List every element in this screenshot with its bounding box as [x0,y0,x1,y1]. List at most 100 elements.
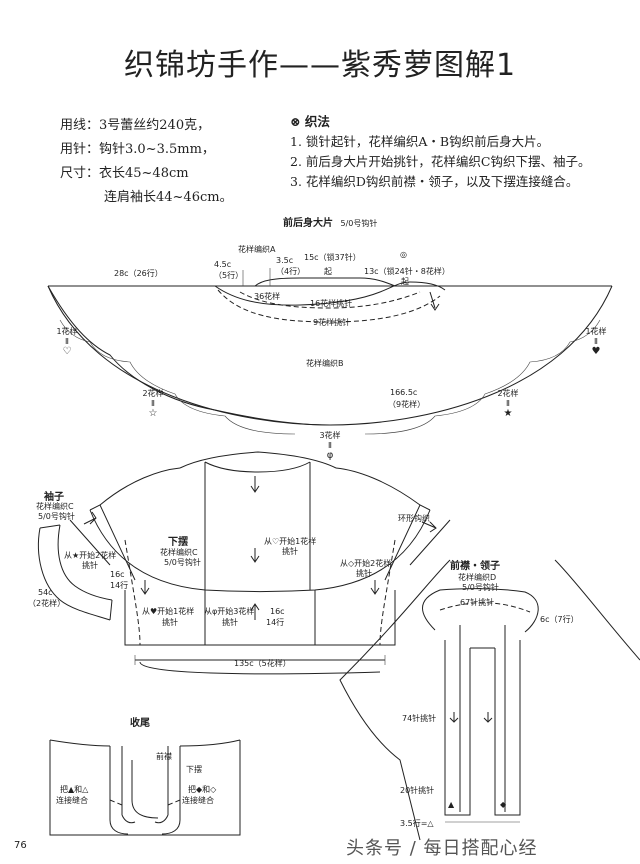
label-3-5c: 3.5c [276,256,294,265]
finish-join-left: 把▲和△ [60,785,89,794]
equals-icon: Ⅱ [151,399,155,408]
sleeve-2-motifs: （2花样） [28,599,66,608]
body-panel-hook: 5/0号钩针 [340,219,378,228]
motif-left-1-text: 1花样 [56,327,78,336]
sleeve-54c: 54c [38,588,53,597]
hem-hook: 5/0号钩针 [164,558,201,567]
ring-icon: ◎ [400,250,407,259]
front-band-pick-20: 20针挑针 [400,786,435,795]
method-step-3: 3. 花样编织D钩织前襟・领子，以及下摆连接缝合。 [290,174,579,189]
pick-heart-filled-2: 挑针 [162,618,178,627]
motif-right-2: 2花样 Ⅱ ★ [496,388,520,419]
body-panel-shape [47,268,613,435]
finish-join-left-2: 连接缝合 [56,796,88,805]
label-166: 166.5c [390,388,418,397]
method-bullet-icon: ⊗ [290,114,301,129]
label-13c: 13c（锁24针・8花样） [364,267,450,276]
finish-hem-label: 下摆 [186,765,202,774]
finish-join-right-2: 连接缝合 [182,796,214,805]
method-step-2: 2. 前后身大片开始挑针，花样编织C钩织下摆、袖子。 [290,154,591,169]
finish-join-right: 把◆和◇ [188,785,217,794]
front-band-rows: 3.5行=△ [400,819,434,828]
equals-icon: Ⅱ [594,337,598,346]
hem-16c: 16c [270,607,285,616]
materials-hook: 用针：钩针3.0~3.5mm， [60,142,215,157]
diamond-filled-icon: ◆ [500,800,507,809]
motif-left-1: 1花样 Ⅱ ♡ [55,326,79,357]
motif-center-3: 3花样 Ⅱ φ [318,430,342,461]
sleeve-14-rows: 14行 [110,581,129,590]
label-qi-2: 起 [401,277,409,286]
materials-yarn: 用线：3号蕾丝约240克， [60,118,211,133]
sleeve-pick-2: 挑针 [82,561,98,570]
label-15c: 15c（锁37针） [304,253,361,262]
materials-block: 用线：3号蕾丝约240克， 用针：钩针3.0~3.5mm， 尺寸：衣长45~48… [60,114,233,210]
equals-icon: Ⅱ [328,441,332,450]
label-qi-1: 起 [324,267,332,276]
star-filled-icon: ★ [503,408,513,419]
triangle-filled-icon: ▲ [448,800,455,809]
page-number: 76 [14,840,27,851]
motif-right-2-text: 2花样 [497,389,519,398]
heart-filled-icon: ♥ [591,346,601,357]
materials-size: 尺寸：衣长45~48cm [60,166,189,181]
method-step-1: 1. 锁针起针，花样编织A・B钩织前后身大片。 [290,134,550,149]
phi-icon: φ [326,450,334,461]
label-16: 16花样挑针 [310,299,353,308]
sleeve-shape [37,524,113,621]
label-28c: 28c（26行） [114,269,163,278]
method-heading: ⊗ 织法 [290,112,590,132]
label-5-rows: （5行） [214,271,244,280]
front-band-6c: 6c（7行） [540,615,579,624]
sleeve-pattern: 花样编织C [36,502,74,511]
star-outline-icon: ☆ [148,408,158,419]
label-9-motifs: （9花样） [388,400,426,409]
pattern-b-label: 花样编织B [306,359,344,368]
page-title: 织锦坊手作——紫秀萝图解1 [123,48,517,83]
pick-diamond-2: 挑针 [356,569,372,578]
watermark: 头条号 / 每日搭配心经 [346,838,538,859]
pick-heart-outline: 从♡开始1花样 [264,537,317,546]
body-panel-caption-text: 前后身大片 [283,218,333,229]
front-band-pattern: 花样编织D [458,573,497,582]
pick-diamond: 从◇开始2花样 [340,559,392,568]
sleeve-hook: 5/0号钩针 [38,512,75,521]
pick-heart-filled: 从♥开始1花样 [142,607,195,616]
hem-135c: 135c（5花样） [234,659,291,668]
materials-sleeve: 连肩袖长44~46cm。 [104,190,233,205]
heart-outline-icon: ♡ [62,346,72,357]
label-4-5c: 4.5c [214,260,232,269]
motif-right-1-text: 1花样 [585,327,607,336]
sleeve-16c: 16c [110,570,125,579]
sleeve-pick: 从★开始2花样 [64,551,117,560]
pick-heart-outline-2: 挑针 [282,547,298,556]
front-band-shape [339,559,640,841]
front-band-hook: 5/0号钩针 [462,583,499,592]
hem-14-rows: 14行 [266,618,285,627]
sleeve-caption: 袖子 [44,492,64,503]
body-panel-caption: 前后身大片 5/0号钩针 [283,214,377,229]
finish-caption: 收尾 [130,718,150,729]
label-36: 36花样 [254,292,281,301]
finish-front-label: 前襟 [156,752,172,761]
front-band-pick-67: 67针挑针 [460,598,495,607]
method-block: ⊗ 织法 1. 锁针起针，花样编织A・B钩织前后身大片。 2. 前后身大片开始挑… [290,112,590,192]
method-heading-text: 织法 [304,114,330,129]
motif-left-2-text: 2花样 [142,389,164,398]
hem-caption: 下摆 [168,537,188,548]
equals-icon: Ⅱ [506,399,510,408]
front-band-pick-74: 74针挑针 [402,714,437,723]
pattern-a-label: 花样编织A [238,245,276,254]
pick-phi-2: 挑针 [222,618,238,627]
label-9: 9花样挑针 [313,318,351,327]
hem-pattern: 花样编织C [160,548,198,557]
pick-phi: 从φ开始3花样 [204,607,255,616]
equals-icon: Ⅱ [65,337,69,346]
motif-left-2: 2花样 Ⅱ ☆ [141,388,165,419]
jacket-shape [69,451,451,675]
ring-crochet-label: 环形钩织 [398,514,430,523]
label-4-rows: （4行） [276,267,306,276]
motif-center-3-text: 3花样 [319,431,341,440]
front-band-caption: 前襟・领子 [450,561,500,572]
